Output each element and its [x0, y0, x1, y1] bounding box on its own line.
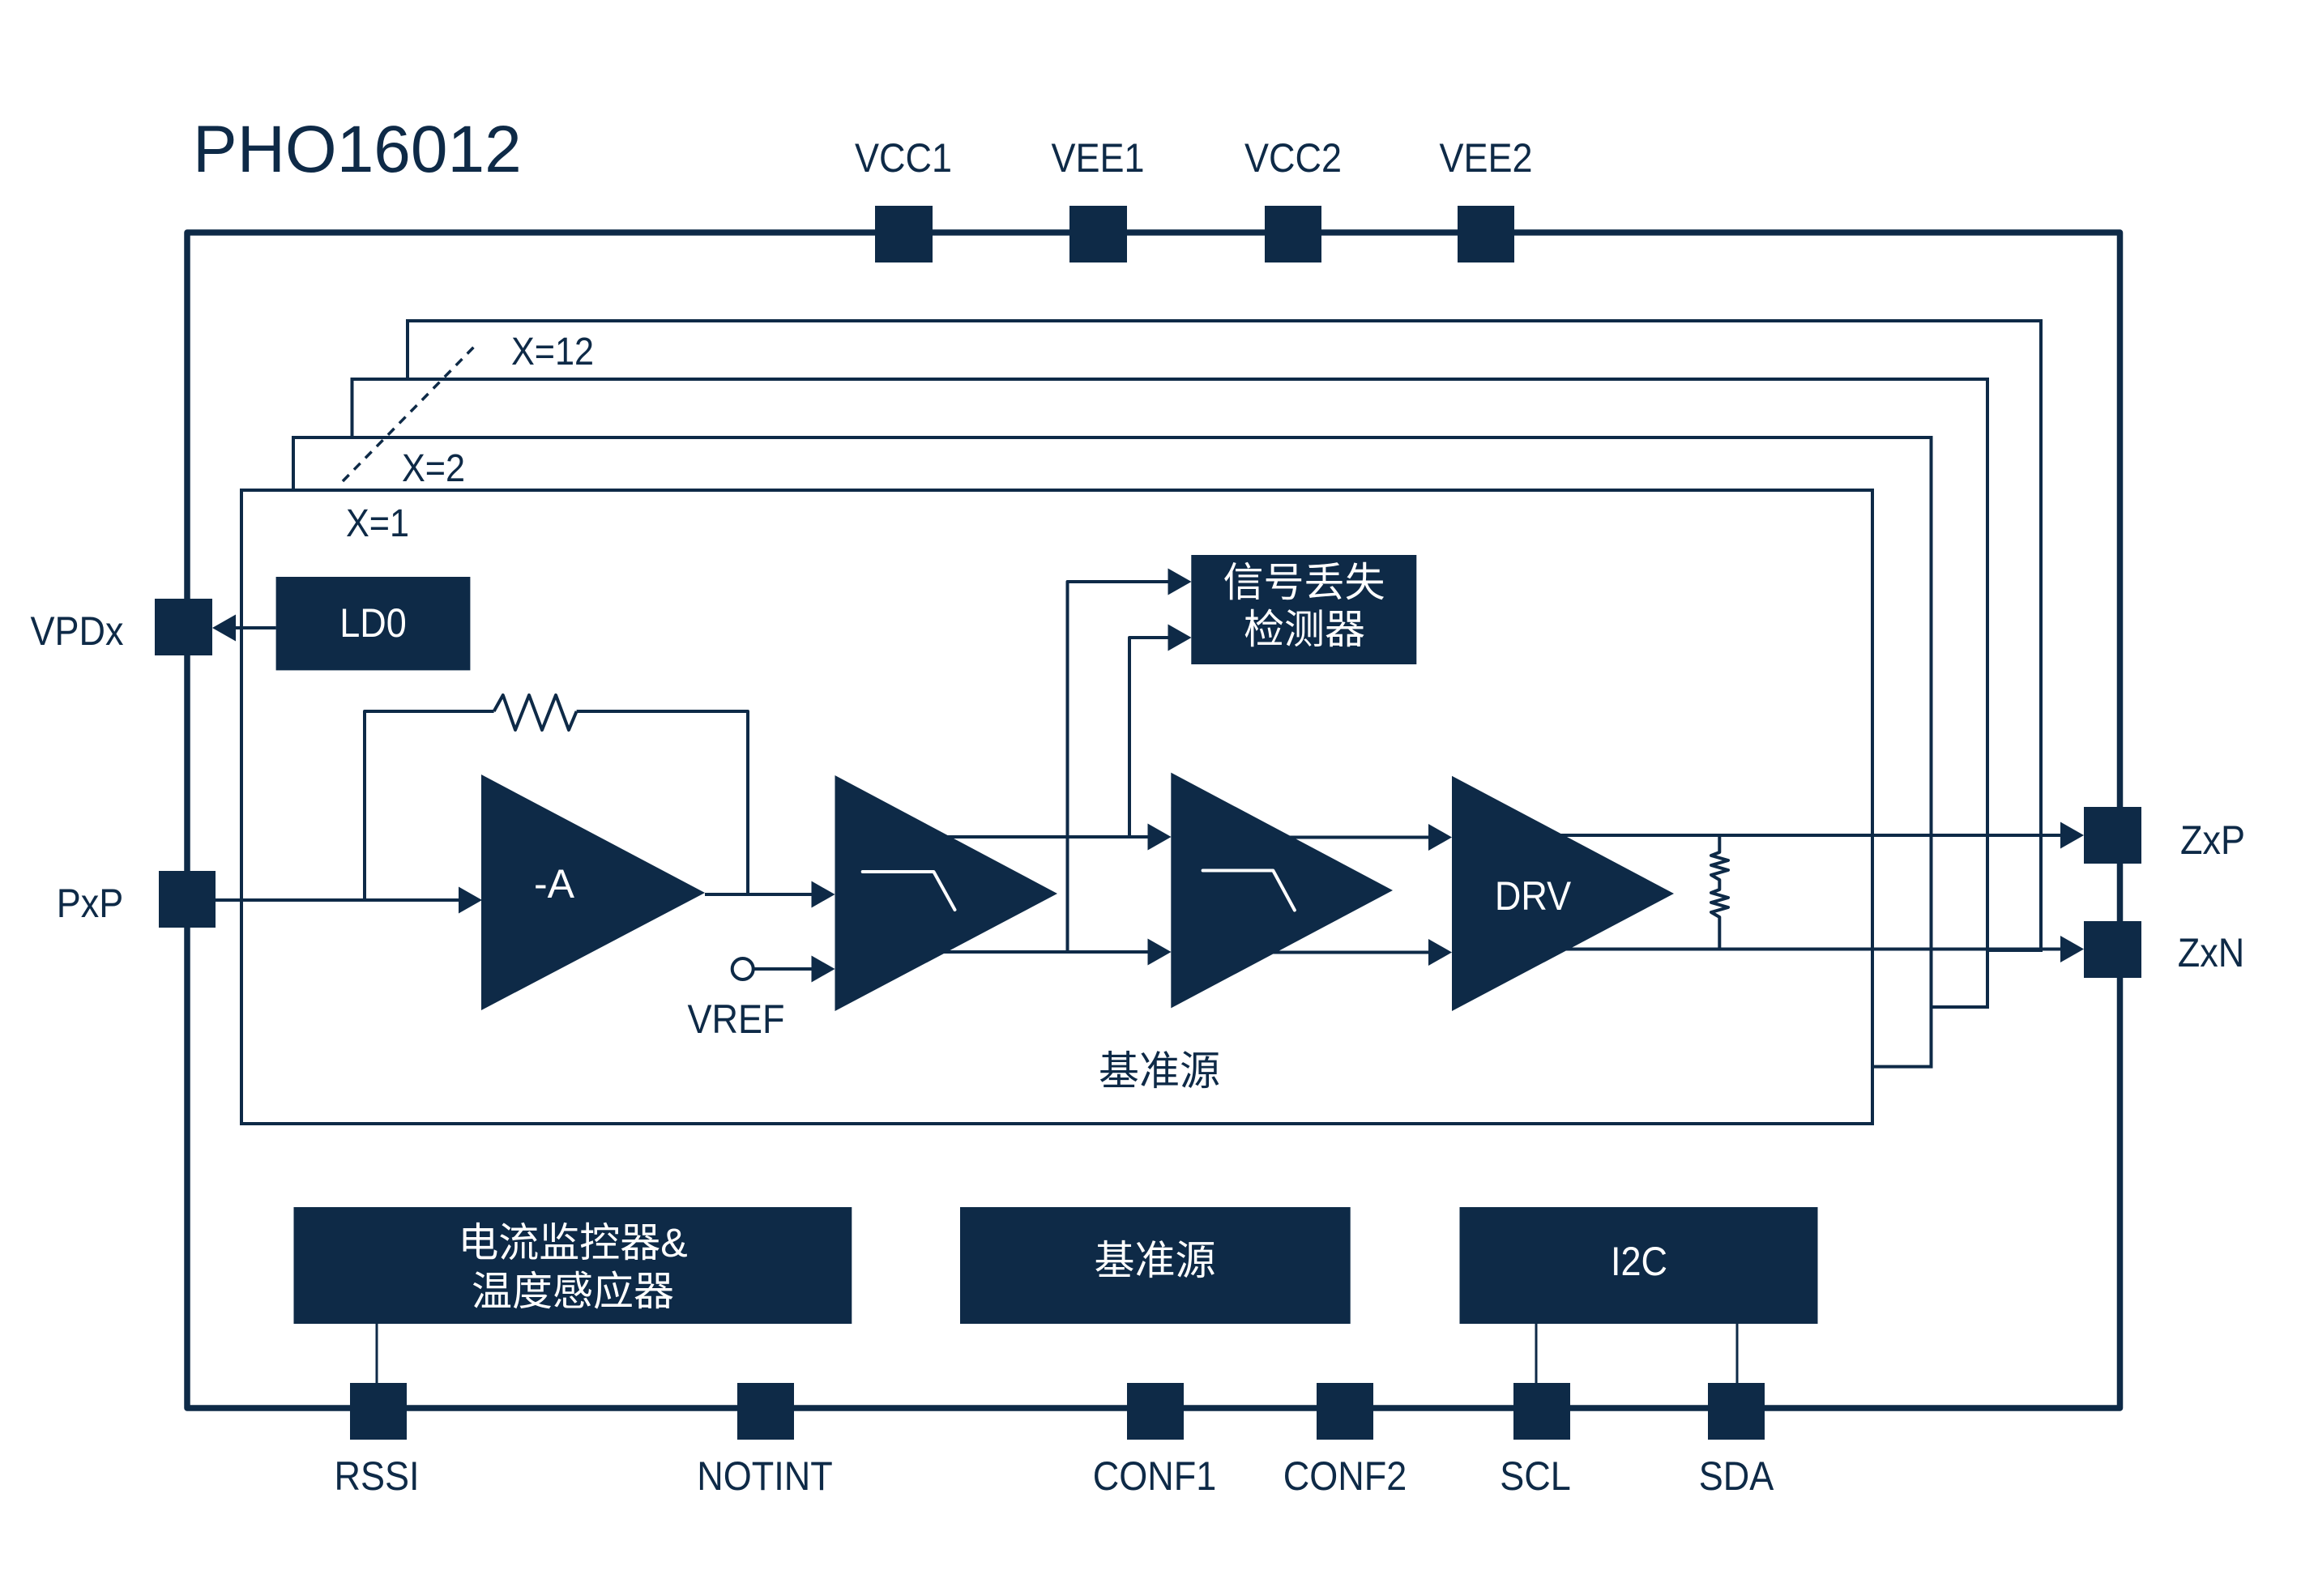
- arrowhead-icon: [1147, 823, 1172, 851]
- pin-label-notint: NOTINT: [697, 1454, 832, 1500]
- ldo-box: [275, 577, 471, 671]
- pin-pad-sda: [1708, 1383, 1765, 1440]
- pin-label-conf1: CONF1: [1093, 1454, 1216, 1500]
- pins-bottom: RSSI NOTINT CONF1 CONF2 SCL SDA: [335, 1383, 1774, 1500]
- arrowhead-icon: [2060, 936, 2084, 962]
- pin-label-pxp: PxP: [57, 881, 123, 927]
- arrowhead-icon: [1168, 568, 1192, 595]
- ldo-block: LD0: [212, 577, 471, 671]
- reference-block: [960, 1207, 1351, 1324]
- filter2-amplifier-triangle: [1171, 772, 1393, 1009]
- vref-input: VREF: [688, 955, 835, 1043]
- filter-stage-1: [835, 775, 1172, 1011]
- arrowhead-icon: [2060, 821, 2084, 849]
- los-tap-wire-2: [1128, 636, 1168, 837]
- pin-pad-vee2: [1458, 206, 1514, 262]
- i2c-label: I2C: [1611, 1240, 1667, 1285]
- pin-pad-conf2: [1317, 1383, 1373, 1440]
- low-pass-filter-icon: [860, 870, 957, 911]
- pin-pad-vee1: [1069, 206, 1127, 262]
- driver-label: DRV: [1495, 874, 1571, 920]
- reference-label: 基准源: [1095, 1238, 1216, 1283]
- pin-label-vcc2: VCC2: [1244, 136, 1342, 181]
- pin-label-vee1: VEE1: [1051, 136, 1144, 181]
- chip-title: PHO16012: [193, 113, 522, 186]
- driver-stage: DRV: [1452, 775, 2084, 1011]
- pin-pad-zxp: [2084, 807, 2141, 864]
- arrowhead-icon: [1168, 624, 1192, 651]
- pin-pad-vcc2: [1265, 206, 1321, 262]
- pins-top: VCC1 VEE1 VCC2 VEE2: [855, 136, 1533, 262]
- channel-label-x12: X=12: [511, 330, 594, 373]
- pin-label-scl: SCL: [1500, 1454, 1571, 1500]
- channel-reference-label: 基准源: [1099, 1048, 1220, 1094]
- pin-label-zxn: ZxN: [2178, 931, 2244, 976]
- driver-amplifier-triangle: [1452, 775, 1674, 1011]
- monitor-block: [293, 1207, 852, 1324]
- pin-label-zxp: ZxP: [2180, 818, 2245, 864]
- low-pass-filter-icon: [1201, 868, 1296, 912]
- i2c-block: [1459, 1207, 1818, 1324]
- vref-terminal-icon: [730, 957, 755, 981]
- arrowhead-icon: [1428, 939, 1452, 966]
- ldo-label: LD0: [339, 601, 407, 647]
- arrowhead-icon: [811, 881, 835, 908]
- tia-stage: -A: [216, 693, 835, 1010]
- feedback-wire-left: [363, 710, 494, 900]
- monitor-label-line1: 电流监控器&: [458, 1220, 687, 1265]
- pin-label-vcc1: VCC1: [855, 136, 952, 181]
- arrowhead-icon: [459, 886, 482, 914]
- pin-pad-zxn: [2084, 921, 2141, 978]
- pin-label-vpdx: VPDx: [31, 609, 124, 655]
- monitor-label-line2: 温度感应器: [472, 1269, 674, 1314]
- pin-label-rssi: RSSI: [335, 1454, 420, 1500]
- feedback-resistor-icon: [492, 693, 578, 732]
- arrowhead-icon: [1428, 824, 1452, 851]
- filter-stage-2: [1171, 772, 1452, 1009]
- pin-pad-conf1: [1127, 1383, 1184, 1440]
- los-tap-wire-1: [1065, 580, 1168, 952]
- pins-left: VPDx PxP: [31, 599, 216, 928]
- pins-right: ZxP ZxN: [2084, 807, 2245, 978]
- pin-pad-pxp: [159, 871, 216, 928]
- tia-label: -A: [534, 861, 575, 907]
- pin-label-conf2: CONF2: [1283, 1454, 1407, 1500]
- pin-pad-vpdx: [155, 599, 212, 655]
- feedback-wire-right: [576, 710, 749, 894]
- los-detector-label-line1: 信号丢失: [1223, 560, 1385, 605]
- pin-label-vee2: VEE2: [1439, 136, 1532, 181]
- los-detector-box: [1191, 555, 1417, 664]
- pin-pad-scl: [1513, 1383, 1570, 1440]
- channel-label-x2: X=2: [402, 446, 465, 490]
- los-detector-label-line2: 检测器: [1244, 607, 1365, 652]
- los-detector: 信号丢失 检测器: [1065, 555, 1417, 952]
- pin-label-sda: SDA: [1699, 1454, 1774, 1500]
- channel-label-x1: X=1: [346, 501, 409, 545]
- arrowhead-icon: [811, 955, 835, 983]
- arrowhead-icon: [212, 614, 236, 642]
- pin-pad-notint: [737, 1383, 794, 1440]
- arrowhead-icon: [1147, 938, 1172, 966]
- shared-blocks: 电流监控器& 温度感应器 基准源 I2C: [293, 1207, 1818, 1383]
- channel-stack: X=12 X=2 X=1: [240, 319, 2043, 1125]
- pin-pad-vcc1: [875, 206, 933, 262]
- vref-label: VREF: [688, 997, 785, 1043]
- tia-amplifier-triangle: [481, 775, 705, 1010]
- pin-pad-rssi: [350, 1383, 407, 1440]
- termination-resistor-icon: [1710, 834, 1730, 949]
